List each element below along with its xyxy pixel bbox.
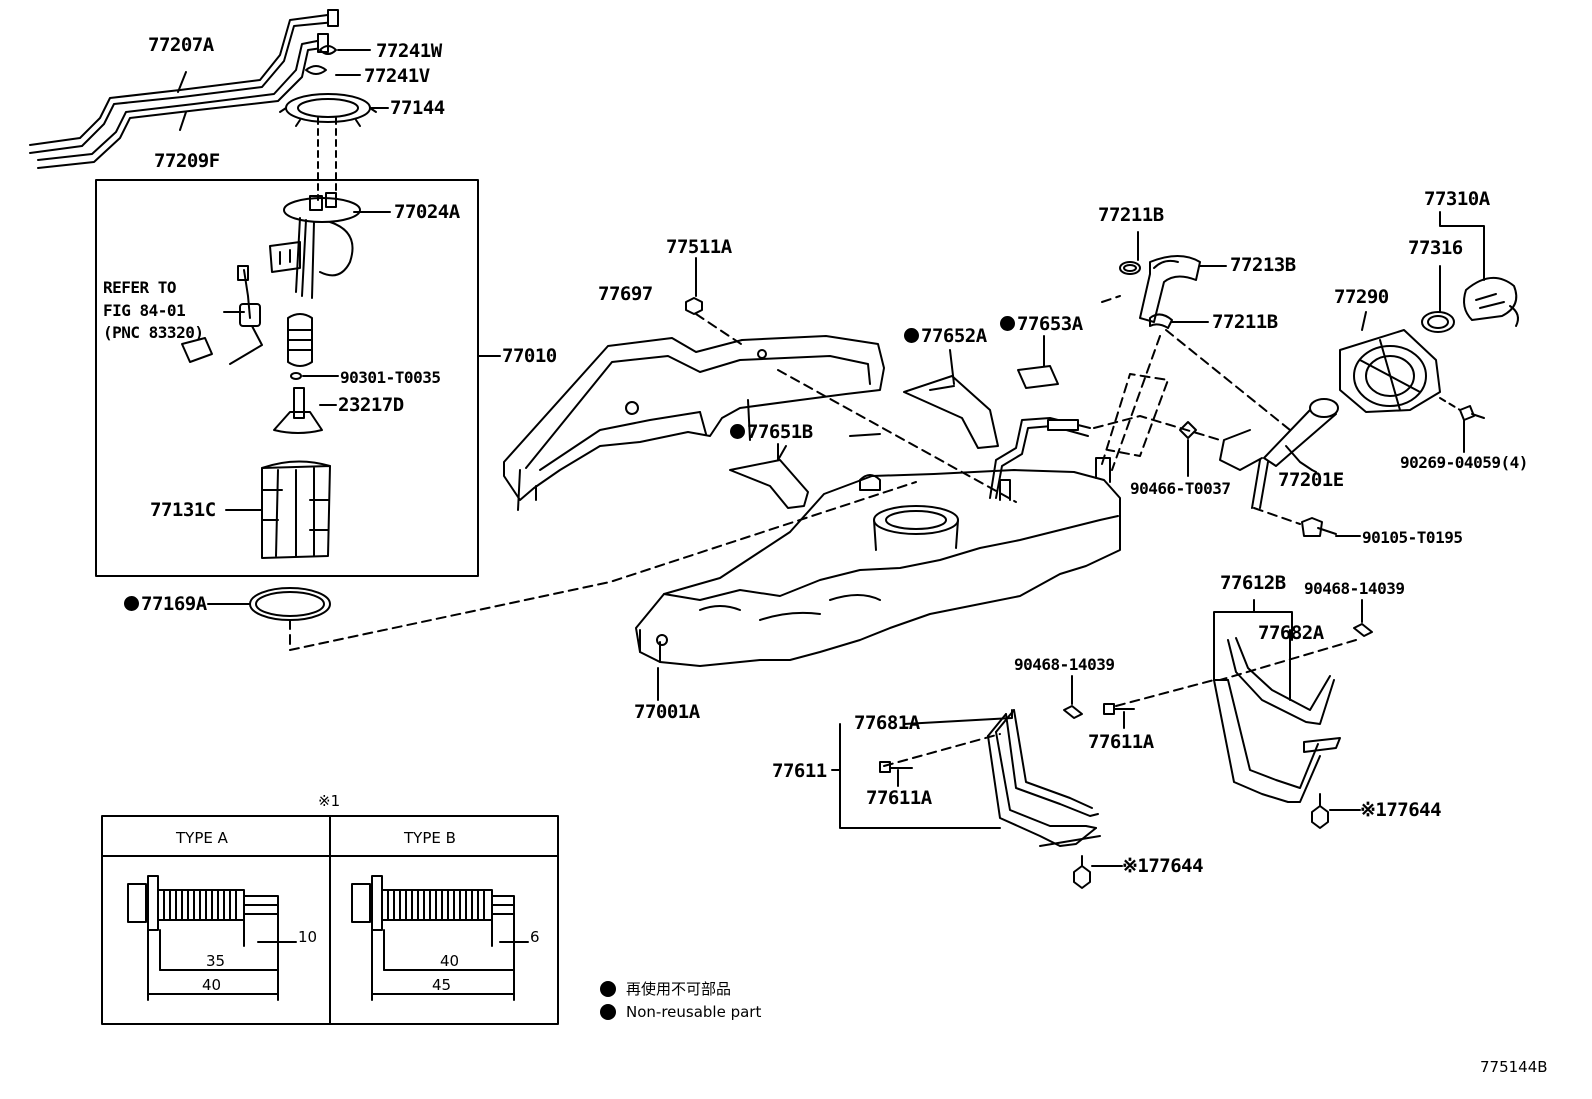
legend-jp: 再使用不可部品 (600, 978, 731, 999)
label-77611A-left: 77611A (866, 787, 932, 809)
label-90466-T0037: 90466-T0037 (1130, 479, 1231, 498)
inset-marker: ※1 (318, 792, 341, 810)
clamp-77211B-top (1119, 261, 1141, 275)
refer-line-2: FIG 84-01 (103, 301, 186, 320)
oring-90301 (290, 372, 302, 380)
label-77169A: 77169A (124, 593, 207, 615)
nut-90468-mid (1063, 705, 1083, 719)
label-77001A: 77001A (634, 701, 700, 723)
dim-b-6: 6 (530, 928, 540, 946)
legend-en: Non-reusable part (600, 1003, 761, 1021)
dim-b-45: 45 (432, 976, 452, 994)
bolt-77611A-right (1103, 703, 1135, 715)
bolt-90105 (1301, 517, 1337, 537)
label-77290: 77290 (1334, 286, 1389, 308)
pad-77653A (1017, 365, 1059, 389)
label-77144: 77144 (390, 97, 445, 119)
clamp-77211B-mid (1149, 313, 1173, 329)
retainer-ring-77144 (279, 93, 377, 127)
pump-flange-77024A (269, 192, 361, 299)
label-77316: 77316 (1408, 237, 1463, 259)
pad-77651B (729, 459, 809, 509)
label-77612B: 77612B (1220, 572, 1286, 594)
gasket-77169A (249, 587, 331, 621)
clip-77241W (319, 45, 337, 55)
inset-type-b: TYPE B (404, 829, 456, 847)
bolt-77644-right (1311, 793, 1329, 829)
sender-gauge (181, 265, 263, 365)
legend-en-text: Non-reusable part (626, 1003, 762, 1021)
label-90269-04059: 90269-04059(4) (1400, 453, 1528, 472)
label-77211B-top: 77211B (1098, 204, 1164, 226)
filler-housing-77290 (1339, 329, 1441, 413)
filter-element (287, 313, 313, 367)
label-77611A-right: 77611A (1088, 731, 1154, 753)
nut-90468-right (1353, 623, 1373, 637)
label-77024A: 77024A (394, 201, 460, 223)
label-77131C: 77131C (150, 499, 216, 521)
label-90468-14039-right: 90468-14039 (1304, 579, 1405, 598)
band-77682A (1227, 637, 1341, 753)
refer-line-1: REFER TO (103, 278, 177, 297)
label-90468-14039-mid: 90468-14039 (1014, 655, 1115, 674)
dim-a-35: 35 (206, 952, 226, 970)
label-77241W: 77241W (376, 40, 442, 62)
bolt-77611A-left (879, 761, 913, 773)
legend-jp-text: 再使用不可部品 (626, 980, 732, 998)
protector-77697 (503, 335, 885, 511)
inset-frame (101, 815, 559, 1025)
inset-type-a: TYPE A (176, 829, 228, 847)
label-90105-T0195: 90105-T0195 (1362, 528, 1463, 547)
type-a-bolt (127, 875, 297, 1001)
fuel-cap-77310A (1463, 277, 1519, 327)
label-77644-mid: ※177644 (1122, 855, 1204, 877)
figure-id: 775144B (1480, 1058, 1548, 1076)
bolt-77644-mid (1073, 855, 1091, 889)
label-77010: 77010 (502, 345, 557, 367)
label-77209F: 77209F (154, 150, 220, 172)
band-77681A (987, 709, 1101, 847)
fuel-tank-77001A (635, 457, 1121, 667)
filler-neck-77201E (1219, 398, 1339, 509)
nut-77511A (685, 297, 703, 315)
clip-77241V (305, 65, 327, 75)
pad-77652A (903, 375, 999, 449)
fuel-tube-77207A (29, 13, 336, 154)
label-77241V: 77241V (364, 65, 430, 87)
label-77201E: 77201E (1278, 469, 1344, 491)
bullet-icon (600, 1004, 616, 1020)
screw-90269 (1459, 405, 1485, 421)
label-77697: 77697 (598, 283, 653, 305)
refer-line-3: (PNC 83320) (103, 323, 204, 342)
label-77611: 77611 (772, 760, 827, 782)
dim-b-40: 40 (440, 952, 460, 970)
dim-a-10: 10 (298, 928, 318, 946)
label-77511A: 77511A (666, 236, 732, 258)
label-77651B: 77651B (730, 421, 813, 443)
pump-assembly-frame (95, 179, 479, 577)
label-77213B: 77213B (1230, 254, 1296, 276)
clip-90466 (1179, 421, 1197, 439)
label-77211B-mid: 77211B (1212, 311, 1278, 333)
label-77681A: 77681A (854, 712, 920, 734)
pump-cup-77131C (261, 460, 331, 559)
label-77653A: 77653A (1000, 313, 1083, 335)
guide-gasket (289, 481, 917, 651)
label-77310A: 77310A (1424, 188, 1490, 210)
type-b-bolt (351, 875, 529, 1001)
gasket-77316 (1421, 311, 1455, 333)
label-23217D: 23217D (338, 394, 404, 416)
fuel-pump-23217D (273, 387, 323, 434)
label-77207A: 77207A (148, 34, 214, 56)
hose-77213B (1139, 255, 1201, 323)
label-77644-right: ※177644 (1360, 799, 1442, 821)
label-90301-T0035: 90301-T0035 (340, 368, 441, 387)
label-77682A: 77682A (1258, 622, 1324, 644)
bullet-icon (600, 980, 616, 997)
label-77652A: 77652A (904, 325, 987, 347)
dim-a-40: 40 (202, 976, 222, 994)
